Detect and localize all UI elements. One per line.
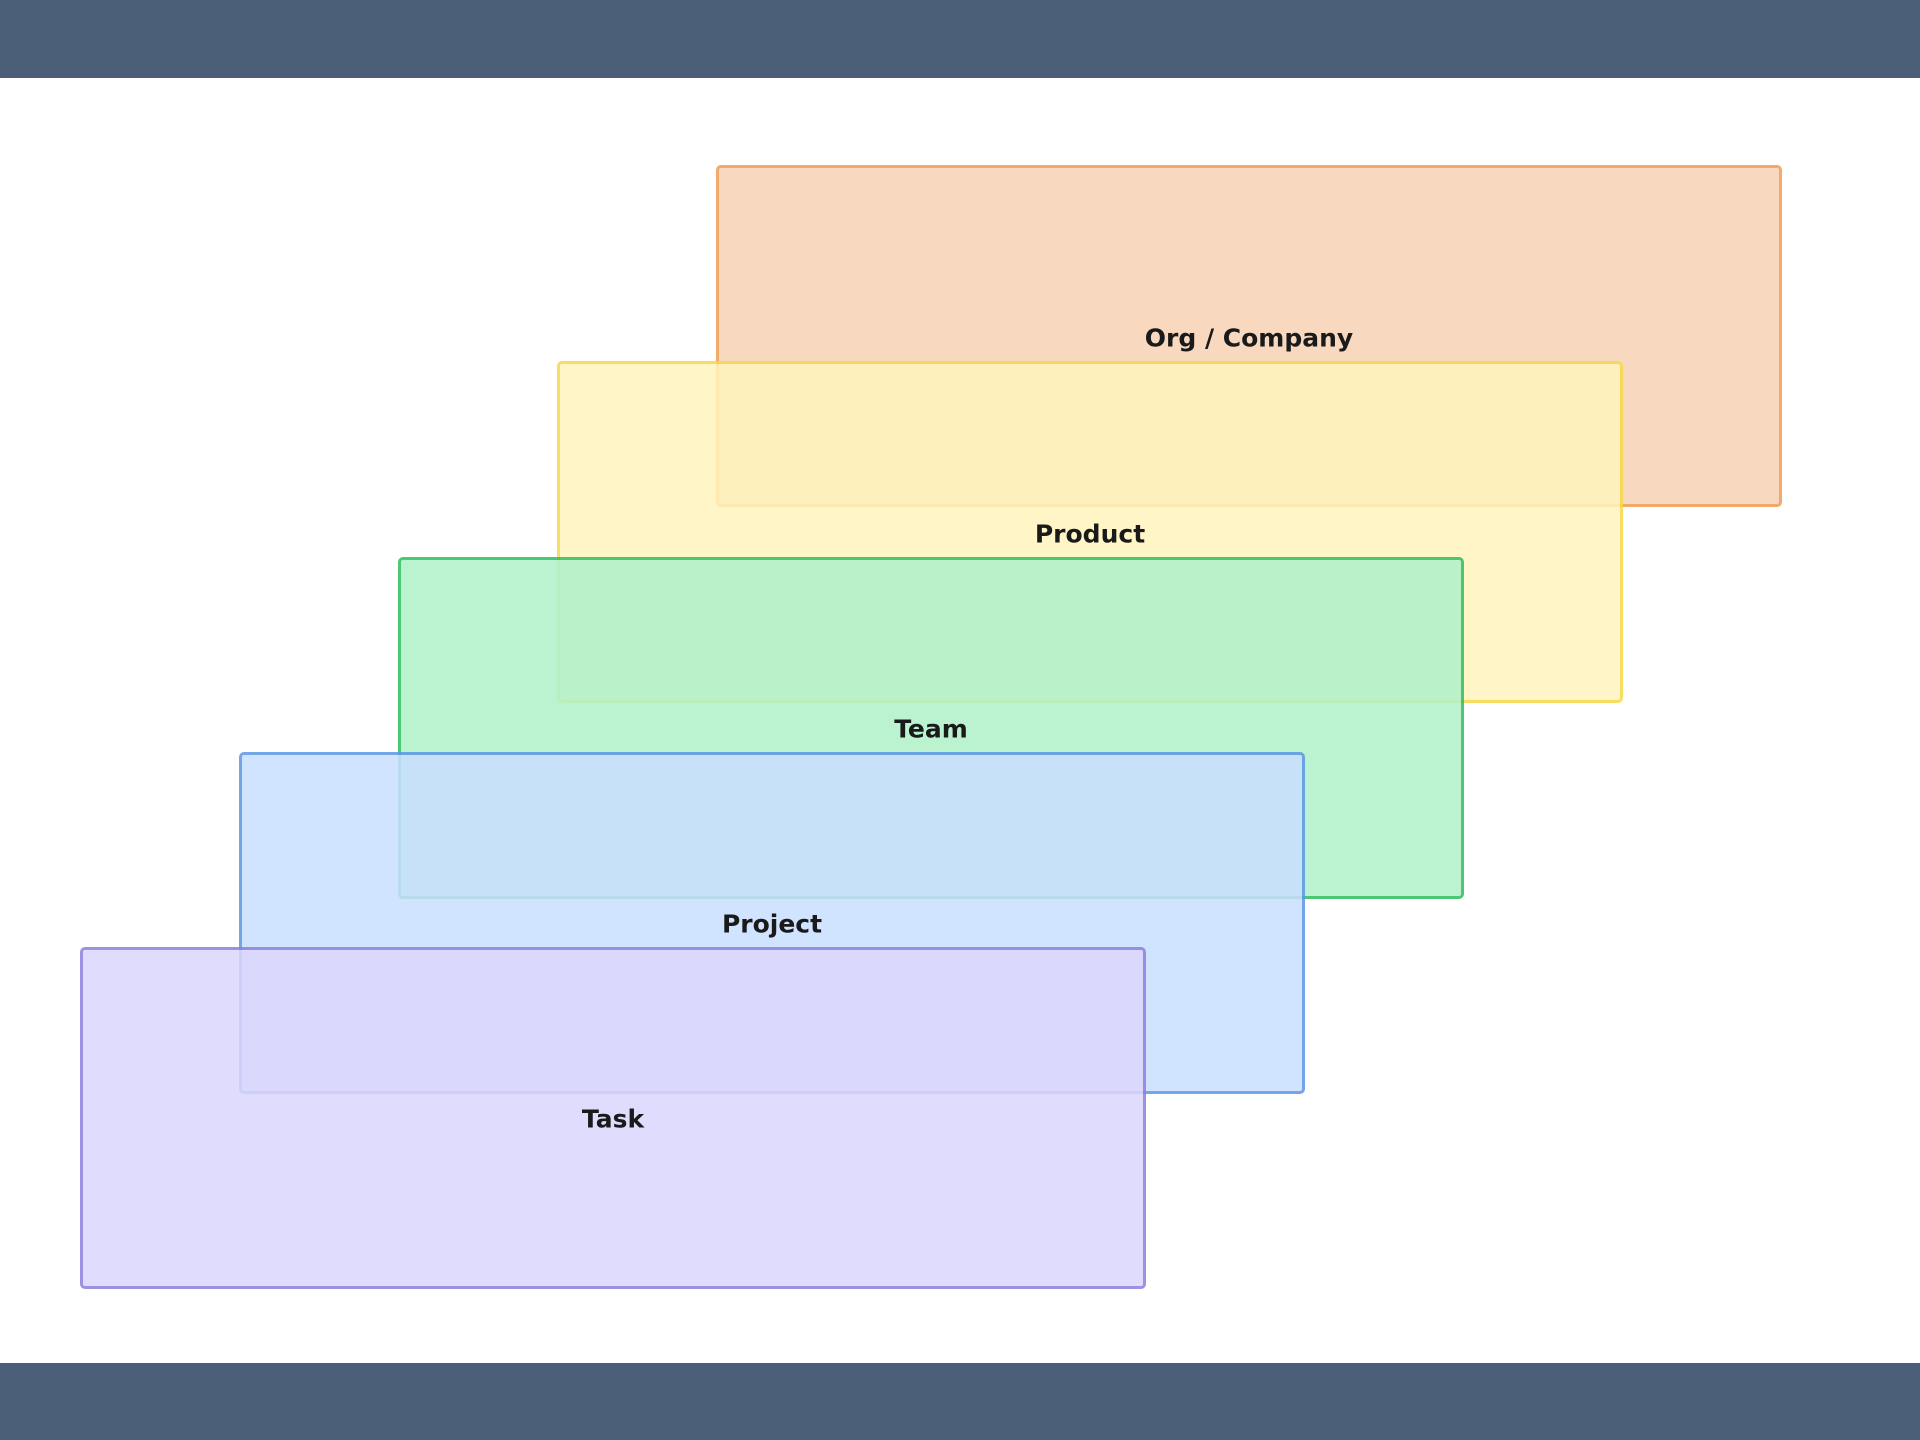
footer-bar — [0, 1363, 1920, 1440]
header-bar — [0, 0, 1920, 78]
layer-label-product: Product — [1034, 519, 1146, 549]
layer-label-org-company: Org / Company — [1144, 323, 1354, 353]
layer-label-task: Task — [581, 1104, 645, 1134]
layer-task — [80, 947, 1146, 1289]
stacked-layers-diagram: Org / Company Product Team Project Task — [0, 78, 1920, 1363]
layer-label-project: Project — [721, 909, 823, 939]
layer-label-team: Team — [894, 714, 968, 744]
